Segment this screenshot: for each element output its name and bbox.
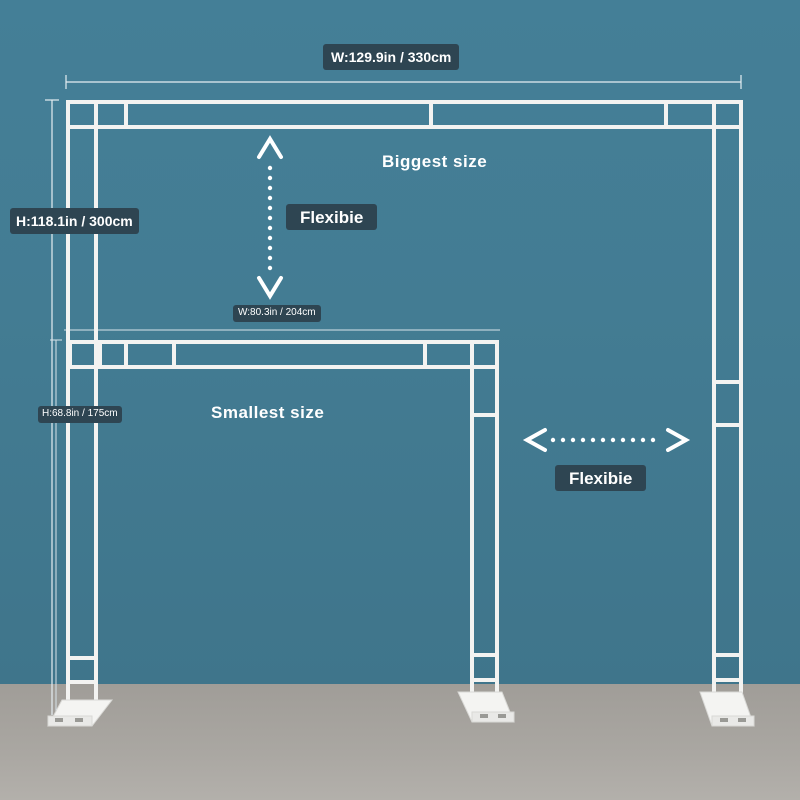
arrow-dot — [650, 437, 656, 443]
height-min-label: H:68.8in / 175cm — [38, 406, 122, 423]
height-max-label: H:118.1in / 300cm — [10, 208, 139, 234]
floor — [0, 684, 800, 800]
arrow-dot — [267, 195, 273, 201]
arrow-dot — [640, 437, 646, 443]
arrow-dot — [267, 225, 273, 231]
vertical-double-arrow — [257, 135, 283, 300]
arrow-dot — [560, 437, 566, 443]
arrow-dot — [630, 437, 636, 443]
arrow-dot — [267, 245, 273, 251]
arrow-dot — [267, 165, 273, 171]
arrow-dot — [267, 205, 273, 211]
horizontal-double-arrow — [522, 428, 691, 452]
flexible-vertical-label: Flexibie — [286, 204, 378, 230]
arrow-dot — [267, 215, 273, 221]
biggest-size-caption: Biggest size — [382, 152, 488, 171]
small-height-dimension-line — [50, 339, 62, 715]
arrow-dot — [620, 437, 626, 443]
width-min-label: W:80.3in / 204cm — [233, 305, 321, 322]
arrow-dot — [570, 437, 576, 443]
width-dimension-line — [65, 75, 742, 89]
arrow-dot — [267, 185, 273, 191]
arrow-dot — [580, 437, 586, 443]
arrow-dot — [590, 437, 596, 443]
width-max-label: W:129.9in / 330cm — [323, 44, 460, 70]
smallest-size-caption: Smallest size — [211, 403, 325, 422]
arrow-dot — [610, 437, 616, 443]
small-frame — [68, 340, 499, 700]
arrow-dot — [550, 437, 556, 443]
base-feet — [47, 691, 755, 727]
arrow-dot — [267, 175, 273, 181]
arrow-dot — [267, 255, 273, 261]
arrow-dot — [267, 265, 273, 271]
arrow-dot — [600, 437, 606, 443]
big-frame — [66, 100, 743, 708]
base-feet-holes — [55, 714, 746, 722]
arrow-dot — [267, 235, 273, 241]
flexible-horizontal-label: Flexibie — [555, 465, 647, 491]
